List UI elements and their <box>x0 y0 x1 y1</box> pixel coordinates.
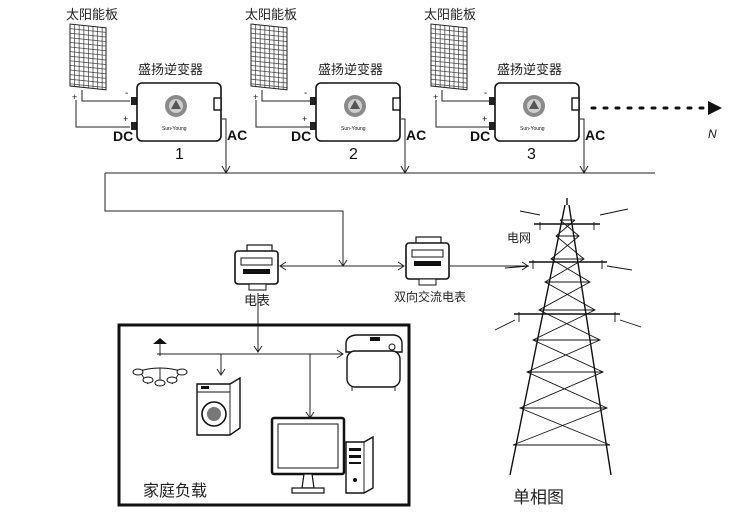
inverter-icon: Sun-Young <box>494 82 580 142</box>
expansion-arrow: N <box>590 101 722 141</box>
rice-cooker-icon <box>345 334 403 391</box>
wire-panel-minus <box>261 90 310 102</box>
unit-number: 3 <box>527 146 536 163</box>
inverter-label: 盛扬逆变器 <box>318 62 383 78</box>
inverter-logo-text: Sun-Young <box>162 126 187 132</box>
panel-label: 太阳能板 <box>424 8 476 23</box>
inverter-minus-sign: - <box>304 88 307 99</box>
dc-connector-plus <box>131 122 137 130</box>
solar-panel-icon <box>69 23 107 91</box>
dc-label: DC <box>291 128 311 144</box>
solar-panel-icon <box>250 23 288 91</box>
electric-meter-icon <box>405 236 450 286</box>
ac-wire <box>222 118 227 173</box>
bidirectional-meter: 双向交流电表 <box>394 236 466 304</box>
ac-wire <box>580 118 585 173</box>
dc-connector-plus <box>310 122 316 130</box>
inverter-plus-sign: + <box>123 114 128 124</box>
single-phase-label: 单相图 <box>513 488 564 508</box>
arrow-icon <box>708 101 722 115</box>
panel-label: 太阳能板 <box>245 8 297 23</box>
unit-number: 1 <box>175 146 184 163</box>
panel-plus-sign: + <box>433 92 438 102</box>
ac-label: AC <box>227 127 247 143</box>
inverter-plus-sign: + <box>482 114 487 124</box>
wire-panel-plus <box>435 100 489 128</box>
inverter-icon: Sun-Young <box>136 82 222 142</box>
meter-label: 电表 <box>244 294 270 309</box>
solar-unit-3: 太阳能板 + - + 盛扬逆变器 Sun-Young DC AC 3 <box>424 8 605 173</box>
power-tower-icon <box>494 198 642 476</box>
dc-label: DC <box>470 128 490 144</box>
wire-panel-plus <box>75 100 130 128</box>
solar-panel-icon <box>430 23 468 91</box>
inverter-plus-sign: + <box>302 114 307 124</box>
wire-panel-plus <box>255 100 310 128</box>
inverter-logo-text: Sun-Young <box>520 126 545 132</box>
household-load-label: 家庭负载 <box>143 481 207 500</box>
inverter-icon: Sun-Young <box>315 82 401 142</box>
solar-unit-2: 太阳能板 + - + 盛扬逆变器 Sun-Young DC AC 2 <box>245 8 426 173</box>
panel-plus-sign: + <box>72 92 77 102</box>
dc-connector-plus <box>489 122 495 130</box>
unit-number: 2 <box>349 146 358 163</box>
panel-label: 太阳能板 <box>66 8 118 23</box>
grid-label: 电网 <box>507 231 531 245</box>
chandelier-icon <box>132 338 188 387</box>
inverter-label: 盛扬逆变器 <box>138 62 203 78</box>
dc-connector-minus <box>131 97 137 105</box>
inverter-minus-sign: - <box>125 88 128 99</box>
household-load-box: 家庭负载 <box>117 323 411 507</box>
ac-wire <box>401 118 406 173</box>
dc-connector-minus <box>310 97 316 105</box>
panel-plus-sign: + <box>253 92 258 102</box>
dc-connector-minus <box>489 97 495 105</box>
n-label: N <box>708 127 717 141</box>
electric-meter-icon <box>234 244 279 291</box>
electric-meter: 电表 <box>234 244 279 309</box>
monitor-icon <box>270 416 346 494</box>
ac-bus <box>104 165 655 267</box>
ac-label: AC <box>406 127 426 143</box>
inverter-minus-sign: - <box>484 88 487 99</box>
washing-machine-icon <box>196 376 241 436</box>
inverter-logo-text: Sun-Young <box>341 126 366 132</box>
pc-tower-icon <box>345 435 374 494</box>
inverter-label: 盛扬逆变器 <box>497 62 562 78</box>
wire-panel-minus <box>441 90 489 102</box>
dc-label: DC <box>113 128 133 144</box>
wire-panel-minus <box>81 90 130 102</box>
ac-label: AC <box>585 127 605 143</box>
solar-unit-1: 太阳能板 + - + 盛扬逆变器 Sun-Young DC AC 1 <box>66 8 247 173</box>
bidirectional-meter-label: 双向交流电表 <box>394 289 466 304</box>
